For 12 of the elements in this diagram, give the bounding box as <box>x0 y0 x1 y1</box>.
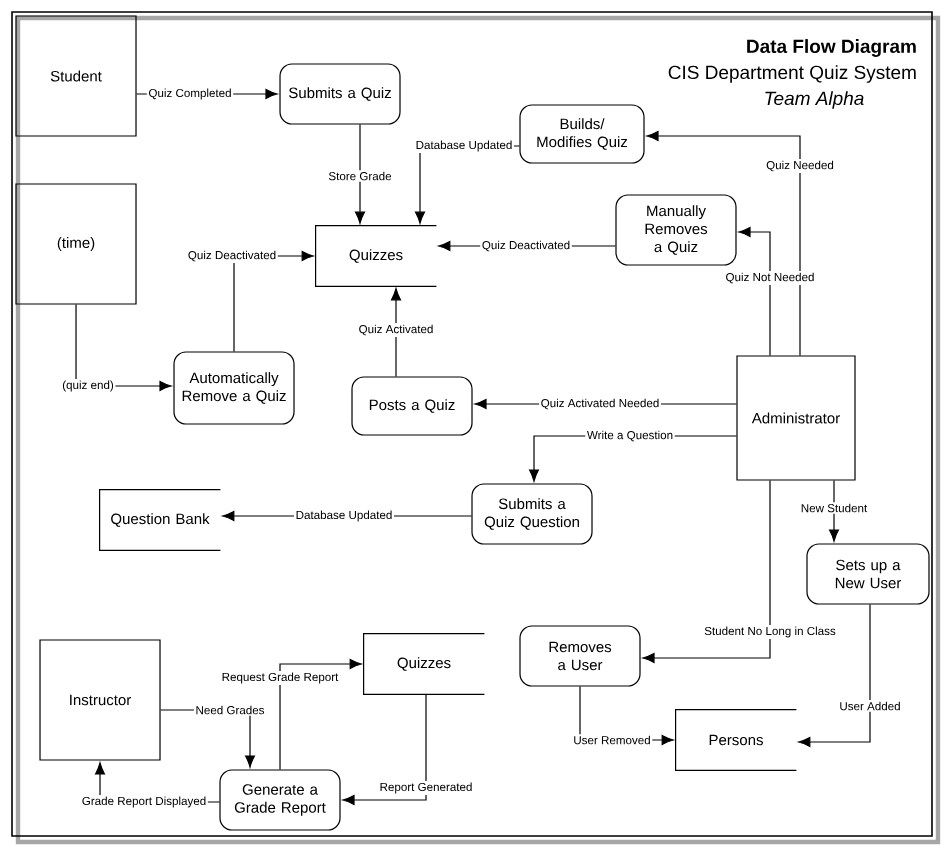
arrow <box>354 124 366 224</box>
arrow <box>642 480 771 663</box>
arrow <box>390 288 402 377</box>
arrow <box>646 130 801 356</box>
subtitle: CIS Department Quiz System <box>668 65 916 83</box>
title: Data Flow Diagram <box>747 39 916 57</box>
arrow <box>798 604 871 747</box>
arrow <box>828 480 839 542</box>
arrow <box>738 226 771 356</box>
team-name: Team Alpha <box>765 91 864 109</box>
arrow <box>279 658 362 770</box>
arrow <box>342 693 427 805</box>
